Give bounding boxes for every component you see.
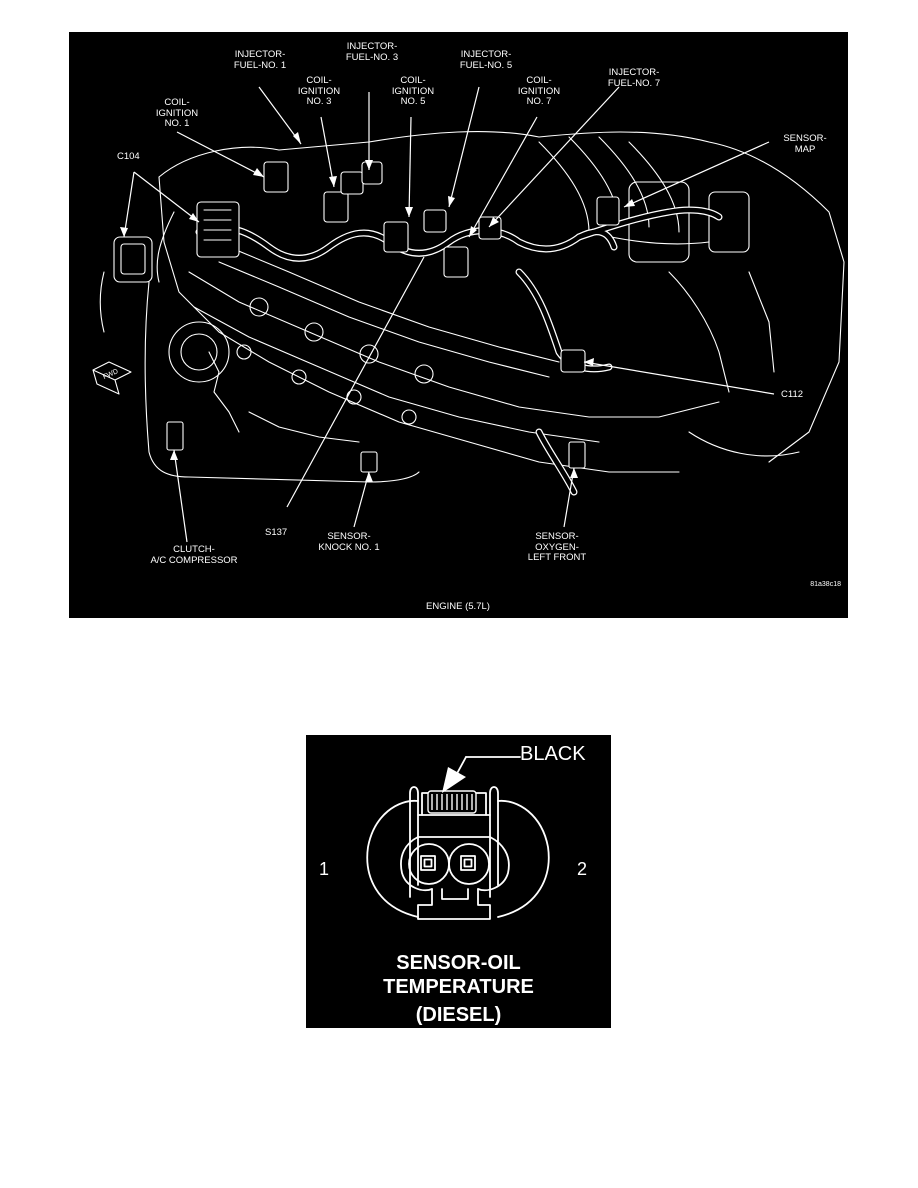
connector-color-label: BLACK <box>520 743 586 765</box>
label-sensor-knock-1: SENSOR- KNOCK NO. 1 <box>318 531 380 553</box>
black-arrowhead <box>442 767 466 793</box>
engine-diagram-panel: INJECTOR- FUEL-NO. 1 INJECTOR- FUEL-NO. … <box>69 32 848 618</box>
pin-label-1: 1 <box>318 859 329 879</box>
connector-illustration <box>366 756 550 920</box>
leader-arrowheads <box>120 132 635 482</box>
label-injector-fuel-1: INJECTOR- FUEL-NO. 1 <box>233 49 287 71</box>
label-injector-fuel-5: INJECTOR- FUEL-NO. 5 <box>459 49 513 71</box>
label-s137: S137 <box>265 527 288 538</box>
label-c112: C112 <box>781 389 804 400</box>
label-c104: C104 <box>117 151 140 162</box>
label-coil-ignition-1: COIL- IGNITION NO. 1 <box>155 97 199 129</box>
label-injector-fuel-7: INJECTOR- FUEL-NO. 7 <box>607 67 661 89</box>
label-sensor-map: SENSOR- MAP <box>783 133 827 155</box>
label-sensor-oxygen-left-front: SENSOR- OXYGEN- LEFT FRONT <box>527 531 587 563</box>
label-coil-ignition-7: COIL- IGNITION NO. 7 <box>517 75 561 107</box>
engine-caption: ENGINE (5.7L) <box>426 601 490 612</box>
label-clutch-ac-compressor: CLUTCH- A/C COMPRESSOR <box>150 544 238 566</box>
label-figure-id: 81a38c18 <box>810 581 841 588</box>
label-coil-ignition-3: COIL- IGNITION NO. 3 <box>297 75 341 107</box>
engine-illustration <box>92 86 845 543</box>
connector-diagram-panel: BLACK 1 2 SENSOR-OIL TEMPERATURE (DIESEL… <box>306 735 611 1028</box>
connector-subtitle: (DIESEL) <box>415 1004 502 1026</box>
leader-lines <box>123 86 775 543</box>
label-injector-fuel-3: INJECTOR- FUEL-NO. 3 <box>345 41 399 63</box>
label-coil-ignition-5: COIL- IGNITION NO. 5 <box>391 75 435 107</box>
connector-title: SENSOR-OIL TEMPERATURE <box>383 952 534 998</box>
pin-label-2: 2 <box>576 859 587 879</box>
